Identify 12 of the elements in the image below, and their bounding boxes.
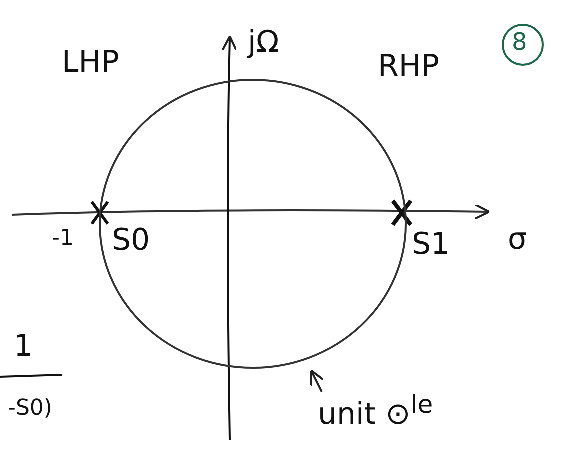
axis-label: σ	[508, 225, 528, 255]
pole-label: S1	[412, 230, 450, 260]
page-number: 8	[512, 30, 528, 54]
fraction-denominator: -S0)	[8, 398, 52, 420]
pole-label: S0	[112, 226, 150, 256]
region-label: LHP	[62, 48, 120, 78]
region-label: RHP	[378, 52, 440, 82]
leader-arrow	[310, 370, 325, 392]
fraction-numerator: 1	[14, 332, 34, 362]
annotation-text: unit ⊙$^{le}$	[318, 392, 434, 430]
tick-label: -1	[52, 228, 74, 250]
unit-circle	[98, 78, 408, 370]
